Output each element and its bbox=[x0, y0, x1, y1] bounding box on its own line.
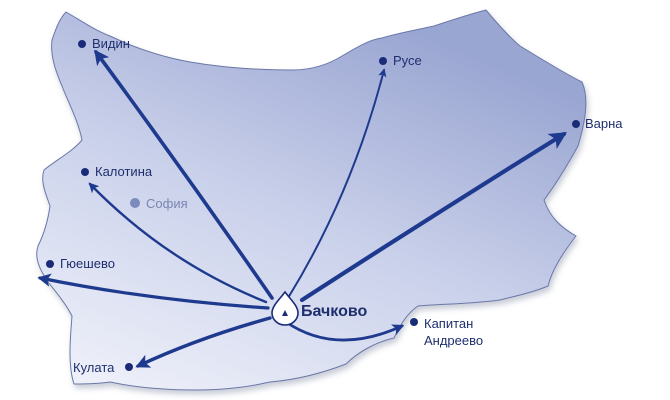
city-gyueshevo[interactable]: Гюешево bbox=[46, 256, 115, 271]
city-label: Кулата bbox=[73, 360, 115, 375]
water-drop-icon bbox=[271, 290, 299, 326]
capital-label: София bbox=[146, 196, 188, 211]
city-label-line1: Капитан bbox=[424, 316, 473, 331]
city-kalotina[interactable]: Калотина bbox=[81, 164, 153, 179]
city-dot bbox=[78, 40, 86, 48]
city-dot bbox=[410, 318, 418, 326]
city-label: Варна bbox=[585, 116, 623, 131]
route-kapitan-andreevo bbox=[284, 320, 405, 342]
city-kapitan-andreevo[interactable]: Капитан Андреево bbox=[410, 316, 483, 348]
city-dot bbox=[572, 120, 580, 128]
city-varna[interactable]: Варна bbox=[572, 116, 623, 131]
city-dot bbox=[46, 260, 54, 268]
city-label: Калотина bbox=[95, 164, 153, 179]
city-label: Гюешево bbox=[60, 256, 115, 271]
route-varna bbox=[299, 131, 567, 303]
city-ruse[interactable]: Русе bbox=[379, 53, 422, 68]
triangle-icon bbox=[282, 310, 288, 316]
city-label-line2: Андреево bbox=[424, 333, 483, 348]
city-dot bbox=[125, 363, 133, 371]
route-vidin bbox=[94, 49, 274, 300]
city-kulata[interactable]: Кулата bbox=[73, 360, 133, 375]
city-sofia-capital[interactable]: София bbox=[130, 196, 188, 211]
city-label: Русе bbox=[393, 53, 422, 68]
route-kalotina bbox=[88, 182, 268, 304]
route-kulata bbox=[135, 316, 272, 368]
route-ruse bbox=[287, 68, 387, 299]
city-label: Видин bbox=[92, 36, 130, 51]
city-vidin[interactable]: Видин bbox=[78, 36, 130, 51]
capital-dot bbox=[130, 198, 140, 208]
city-dot bbox=[81, 168, 89, 176]
city-dot bbox=[379, 57, 387, 65]
territory bbox=[36, 9, 587, 391]
hub-bachkovo[interactable]: Бачково bbox=[271, 290, 367, 326]
hub-label: Бачково bbox=[301, 303, 367, 320]
route-gyueshevo bbox=[37, 273, 270, 310]
routes bbox=[37, 49, 567, 368]
